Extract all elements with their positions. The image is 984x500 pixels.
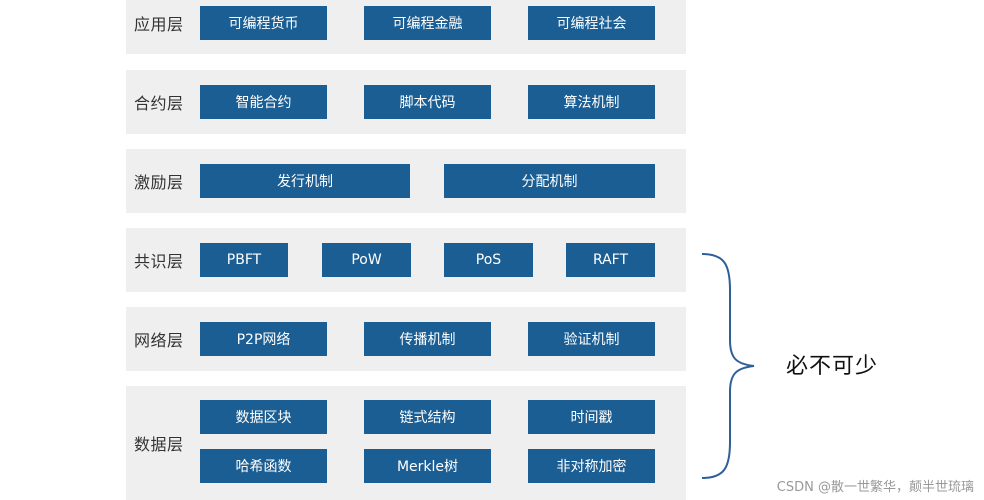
layer-data: 数据层 数据区块 链式结构 时间戳 哈希函数 Merkle树 非对称加密 (126, 386, 686, 500)
component-box: P2P网络 (200, 322, 327, 356)
layer-label: 共识层 (134, 252, 184, 271)
component-box: 传播机制 (364, 322, 491, 356)
watermark: CSDN @散一世繁华，颠半世琉璃 (776, 480, 974, 495)
component-box: 智能合约 (200, 85, 327, 119)
component-box: Merkle树 (364, 449, 491, 483)
component-box: 可编程社会 (528, 6, 655, 40)
layer-label: 网络层 (134, 331, 184, 350)
layer-consensus: 共识层 PBFT PoW PoS RAFT (126, 228, 686, 292)
brace-label: 必不可少 (786, 354, 879, 379)
component-box: PoS (444, 243, 533, 277)
component-box: 数据区块 (200, 400, 327, 434)
component-box: 发行机制 (200, 164, 410, 198)
layer-application: 应用层 可编程货币 可编程金融 可编程社会 (126, 0, 686, 54)
component-box: 分配机制 (444, 164, 655, 198)
layer-label: 合约层 (134, 94, 184, 113)
component-box: PBFT (200, 243, 288, 277)
component-box: 时间戳 (528, 400, 655, 434)
component-box: 哈希函数 (200, 449, 327, 483)
component-box: 算法机制 (528, 85, 655, 119)
layer-label: 数据层 (134, 435, 184, 454)
component-box: 可编程金融 (364, 6, 491, 40)
layer-label: 应用层 (134, 15, 184, 34)
component-box: 链式结构 (364, 400, 491, 434)
component-box: 可编程货币 (200, 6, 327, 40)
component-box: 脚本代码 (364, 85, 491, 119)
layer-contract: 合约层 智能合约 脚本代码 算法机制 (126, 70, 686, 134)
component-box: 非对称加密 (528, 449, 655, 483)
curly-brace (701, 253, 755, 479)
component-box: RAFT (566, 243, 655, 277)
layer-label: 激励层 (134, 173, 184, 192)
layer-incentive: 激励层 发行机制 分配机制 (126, 149, 686, 213)
component-box: 验证机制 (528, 322, 655, 356)
component-box: PoW (322, 243, 411, 277)
layer-network: 网络层 P2P网络 传播机制 验证机制 (126, 307, 686, 371)
